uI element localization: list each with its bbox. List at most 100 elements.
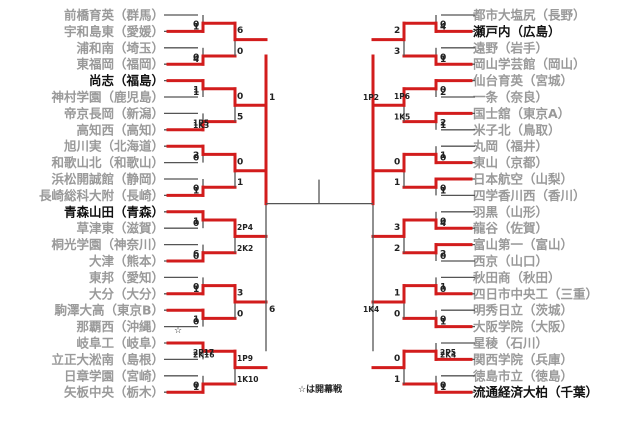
score-label: 2P5 [440,348,456,357]
team-name-left: 立正大淞南（島根） [51,352,164,367]
score-label: 1 [394,289,400,299]
score-label: 3 [394,47,400,57]
score-label: 0 [193,53,199,63]
team-name-right: 日本航空（山梨） [473,172,573,187]
star-marker: ☆ [174,326,182,336]
score-label: 2 [394,26,400,36]
score-label: 1 [440,151,446,161]
score-label: 0 [237,157,243,167]
score-label: 1K10 [237,375,258,384]
score-label: 6 [193,250,199,260]
team-name-right: 四学香川西（香川） [473,188,586,203]
note-label: ☆は開幕戦 [298,383,343,395]
score-label: 6 [237,26,243,36]
score-label: 1 [394,375,400,385]
team-name-left: 浦和南（埼玉） [76,40,164,55]
team-name-right: 流通経済大柏（千葉） [473,385,598,400]
score-label: 1K4 [363,305,379,314]
team-name-right: 龍谷（佐賀） [473,221,548,236]
score-label: 3 [394,223,400,233]
score-label: 4 [440,219,446,229]
score-label: 6 [269,305,275,315]
team-name-left: 矢板中央（栃木） [63,385,164,400]
score-label: 5 [237,113,243,123]
score-label: 0 [394,354,400,364]
team-name-right: 丸岡（福井） [472,139,548,154]
team-name-right: 国士舘（東京A） [473,106,570,121]
score-label: 1K5 [394,113,410,122]
score-label: 0 [193,154,199,164]
score-label: 1 [193,315,199,325]
team-name-left: 青森山田（青森） [64,204,164,219]
score-label: 2P4 [237,223,253,232]
score-label: 0 [193,252,199,262]
score-label: 1 [193,285,199,295]
score-label: 0 [440,154,446,164]
team-name-left: 草津東（滋賀） [76,221,164,236]
team-name-right: 遠野（岩手） [473,40,548,55]
team-name-right: 大阪学院（大阪） [473,319,573,334]
score-label: 0 [440,86,446,96]
score-label: 2P17 [193,348,214,357]
score-label: 0 [193,282,199,292]
score-label: 1 [193,217,199,227]
score-label: 1P6 [394,92,410,101]
team-name-right: 星稜（石川） [473,336,548,351]
score-label: 0 [237,92,243,102]
team-name-left: 宇和島東（愛媛） [64,24,164,39]
team-name-left: 尚志（福島） [89,73,164,88]
score-label: 2 [440,250,446,260]
score-label: 1 [440,186,446,196]
score-label: 0 [440,184,446,194]
team-name-right: 仙台育英（宮城） [473,73,573,88]
score-label: 4 [193,55,199,65]
score-label: 0 [440,315,446,325]
score-label: 1 [269,93,275,103]
team-name-right: 徳島市立（徳島） [472,368,573,383]
score-label: 0 [440,53,446,63]
team-name-right: 富山第一（富山） [473,237,573,252]
score-label: 0 [237,309,243,319]
score-label: 0 [394,157,400,167]
score-label: 1 [394,178,400,188]
score-label: 1 [440,383,446,393]
score-label: 0 [440,252,446,262]
score-label: 1 [440,121,446,131]
score-label: 1 [193,22,199,32]
score-label: 2 [193,151,199,161]
score-label: 1 [440,55,446,65]
team-name-left: 長崎総科大附（長崎） [39,188,164,203]
score-label: 1 [440,318,446,328]
team-name-left: 帝京長岡（新潟） [64,106,164,121]
score-label: 3 [237,289,243,299]
score-label: 1 [193,86,199,96]
score-label: 1 [237,178,243,188]
team-name-right: 明秀日立（茨城） [473,303,573,318]
score-label: 0 [440,217,446,227]
score-label: 0 [193,219,199,229]
score-label: 1P9 [237,354,253,363]
score-label: 2 [394,244,400,254]
score-label: 2K2 [237,244,253,253]
score-label: 0 [394,309,400,319]
score-label: 1 [193,383,199,393]
team-name-right: 米子北（鳥取） [472,122,561,137]
team-name-right: 四日市中央工（三重） [473,286,598,301]
team-name-right: 西京（山口） [473,254,548,269]
team-name-left: 神村学園（鹿児島） [51,90,164,105]
score-label: 0 [193,20,199,30]
team-name-left: 日章学園（宮崎） [64,368,164,383]
team-name-right: 羽黒（山形） [473,204,548,219]
team-name-left: 大津（熊本） [89,254,164,269]
team-name-right: 岡山学芸館（岡山） [473,57,586,72]
score-label: 2 [440,118,446,128]
team-name-left: 桐光学園（神奈川） [51,237,164,252]
team-name-left: 高知西（高知） [76,122,164,137]
score-label: 1P5 [193,118,209,127]
team-name-left: 駒澤大高（東京B） [54,303,164,318]
score-label: 0 [193,184,199,194]
score-label: 0 [440,285,446,295]
score-label: 4 [440,22,446,32]
